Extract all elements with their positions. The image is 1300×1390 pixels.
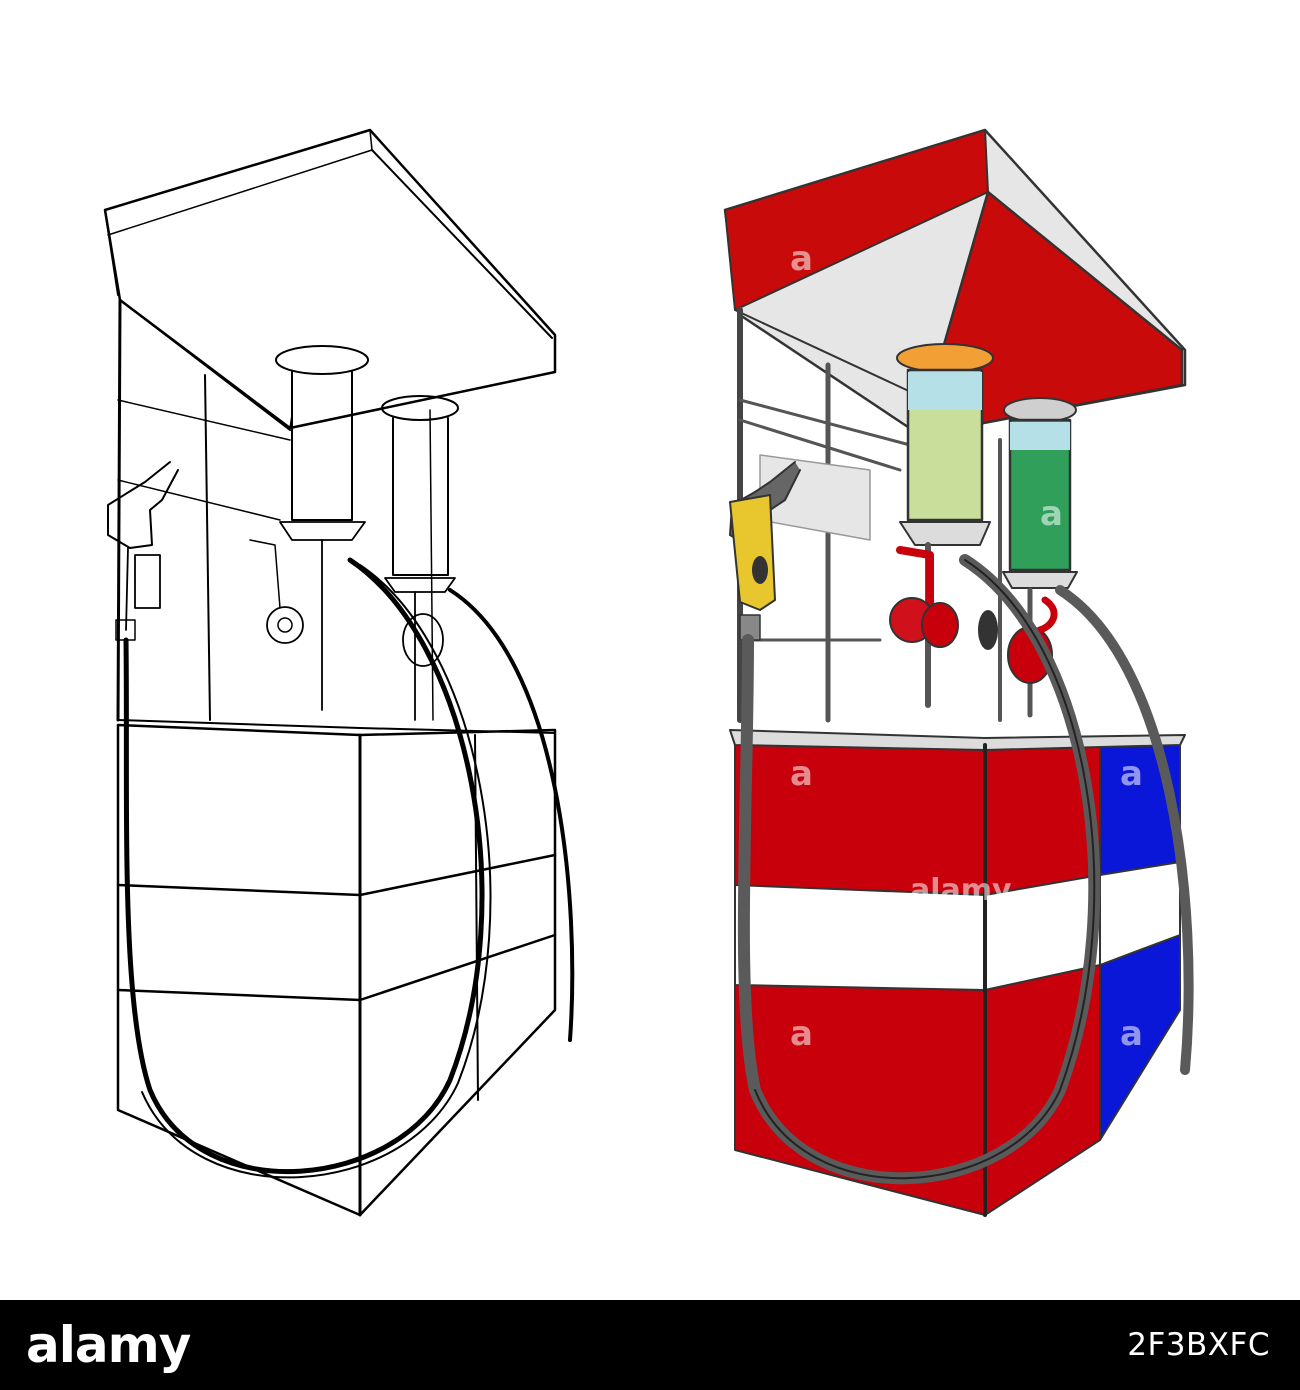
watermark-mark: a [790,239,813,279]
fuel-pump-colored-icon [723,128,1194,1217]
watermark-mark: a [1120,1014,1143,1054]
image-id: 2F3BXFC [1127,1327,1270,1363]
watermark: a a a a a a alamy [790,239,1143,1054]
watermark-mark: a [790,754,813,794]
watermark-mark: a [1040,494,1063,534]
watermark-mark: a [1120,754,1143,794]
brand-logo: alamy [26,1316,191,1374]
fuel-pump-sketch-icon [103,128,575,1217]
watermark-mark: a [790,1014,813,1054]
illustration-canvas: a a a a a a alamy [103,128,1194,1217]
footer-bar: alamy 2F3BXFC [0,1300,1300,1390]
watermark-logo: alamy [910,873,1012,908]
